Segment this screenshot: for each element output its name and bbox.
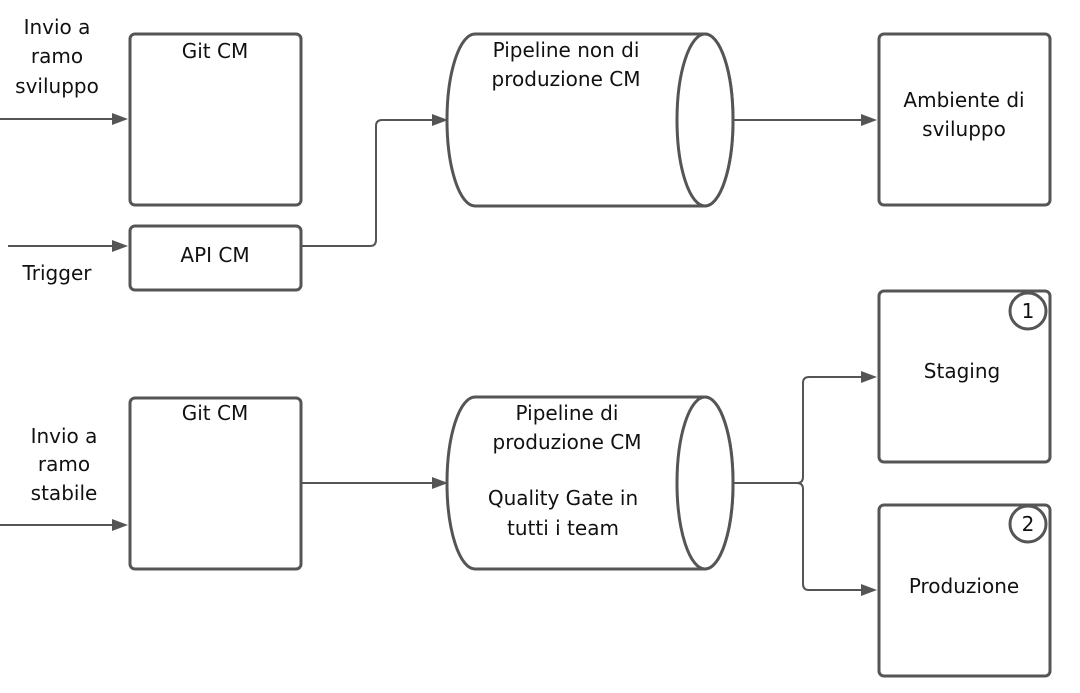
pipeline-nonprod-label-1: Pipeline non di: [493, 38, 640, 62]
arrowhead: [112, 240, 128, 252]
pipeline-nonprod-label-2: produzione CM: [492, 67, 641, 91]
production-badge-number: 2: [1022, 512, 1035, 536]
edge-prod-pipeline-to-staging: [733, 376, 861, 484]
dev-env-box: [877, 32, 1052, 207]
edge-prod-pipeline-to-production: [796, 482, 861, 591]
pipeline-nonprod-cylinder: [445, 32, 735, 208]
staging-label: Staging: [924, 359, 1000, 383]
git-cm-top-label: Git CM: [182, 39, 248, 63]
api-cm-box: [128, 224, 303, 292]
push-dev-label-3: sviluppo: [15, 74, 99, 98]
dev-env-label-1: Ambiente di: [903, 88, 1024, 112]
api-cm-label: API CM: [180, 243, 249, 267]
pipeline-prod-label-2: produzione CM: [493, 430, 642, 454]
push-stable-label-3: stabile: [31, 481, 98, 505]
production-label: Produzione: [909, 574, 1019, 598]
production-badge: [1008, 504, 1048, 544]
arrowhead: [861, 584, 877, 596]
arrowhead: [861, 371, 877, 383]
trigger-label: Trigger: [22, 261, 93, 285]
git-cm-top-box: [128, 32, 303, 207]
production-box: [877, 503, 1052, 678]
push-stable-label-1: Invio a: [31, 424, 98, 448]
git-cm-bottom-label: Git CM: [182, 401, 248, 425]
staging-badge-number: 1: [1022, 299, 1035, 323]
push-dev-label-2: ramo: [31, 44, 83, 68]
dev-env-label-2: sviluppo: [922, 117, 1006, 141]
pipeline-prod-label-1: Pipeline di: [516, 401, 619, 425]
staging-box: [877, 289, 1052, 464]
arrowhead: [861, 114, 877, 126]
staging-badge: [1008, 291, 1048, 331]
pipeline-prod-cylinder: [445, 395, 735, 571]
edge-api-to-pipeline: [301, 119, 432, 247]
arrowhead: [112, 519, 128, 531]
arrowhead: [432, 114, 448, 126]
pipeline-prod-note-1: Quality Gate in: [488, 486, 638, 510]
arrowhead: [432, 477, 448, 489]
arrowhead: [112, 113, 128, 125]
pipeline-prod-note-2: tutti i team: [507, 516, 619, 540]
push-dev-label-1: Invio a: [24, 15, 91, 39]
push-stable-label-2: ramo: [38, 452, 90, 476]
